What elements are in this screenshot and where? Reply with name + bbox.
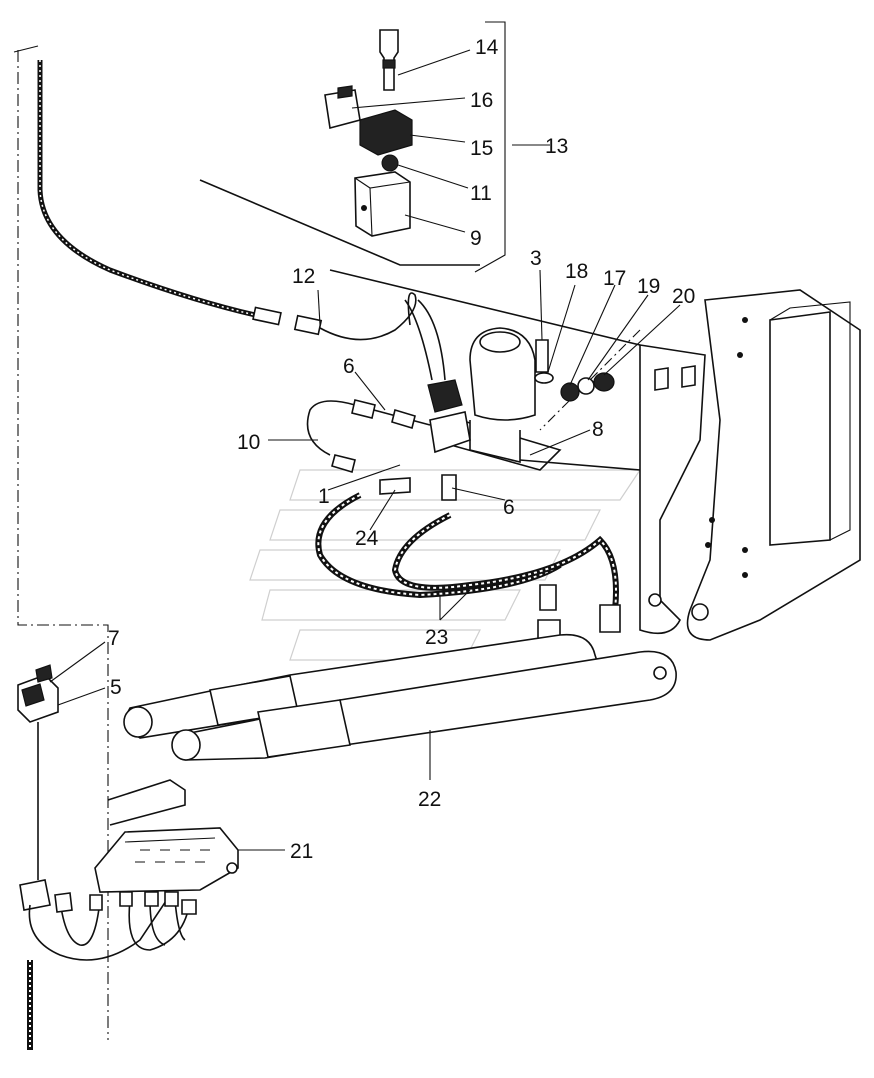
control-switch: [17, 664, 59, 880]
hydraulic-pipe: [306, 399, 457, 501]
leader-lines: [49, 49, 681, 851]
callout-13: 13: [545, 135, 568, 158]
callout-7: 7: [108, 627, 120, 650]
hydraulic-cylinders: [123, 633, 677, 761]
callout-8: 8: [592, 418, 604, 441]
callout-23: 23: [425, 626, 448, 649]
callout-18: 18: [565, 260, 588, 283]
assembly-boundary-lines: [13, 21, 641, 1040]
hydraulic-hoses: [315, 492, 621, 649]
callout-12: 12: [292, 265, 315, 288]
callout-6-upper: 6: [343, 355, 355, 378]
bowden-cable: [37, 60, 417, 341]
solenoid-valve-assembly: [324, 29, 413, 237]
callout-24: 24: [355, 527, 379, 550]
callout-21: 21: [290, 840, 313, 863]
callout-9: 9: [470, 227, 482, 250]
callout-6-lower: 6: [503, 496, 515, 519]
callout-10: 10: [237, 431, 260, 454]
callout-11: 11: [470, 182, 492, 205]
callout-19: 19: [637, 275, 660, 298]
callout-17: 17: [603, 267, 626, 290]
callout-5: 5: [110, 676, 122, 699]
callout-1: 1: [318, 485, 330, 508]
callout-14: 14: [475, 36, 499, 59]
frame-bracket: [639, 289, 861, 641]
callout-16: 16: [470, 89, 493, 112]
fittings-row: [534, 339, 615, 402]
callout-15: 15: [470, 137, 493, 160]
callout-labels: 14 16 15 13 11 9 12 3 18 17 19 20 6 10 8…: [108, 36, 695, 863]
callout-20: 20: [672, 285, 695, 308]
callout-22: 22: [418, 788, 441, 811]
control-box-and-harness: [19, 779, 239, 1050]
pump-unit: [404, 299, 641, 471]
callout-3: 3: [530, 247, 542, 270]
